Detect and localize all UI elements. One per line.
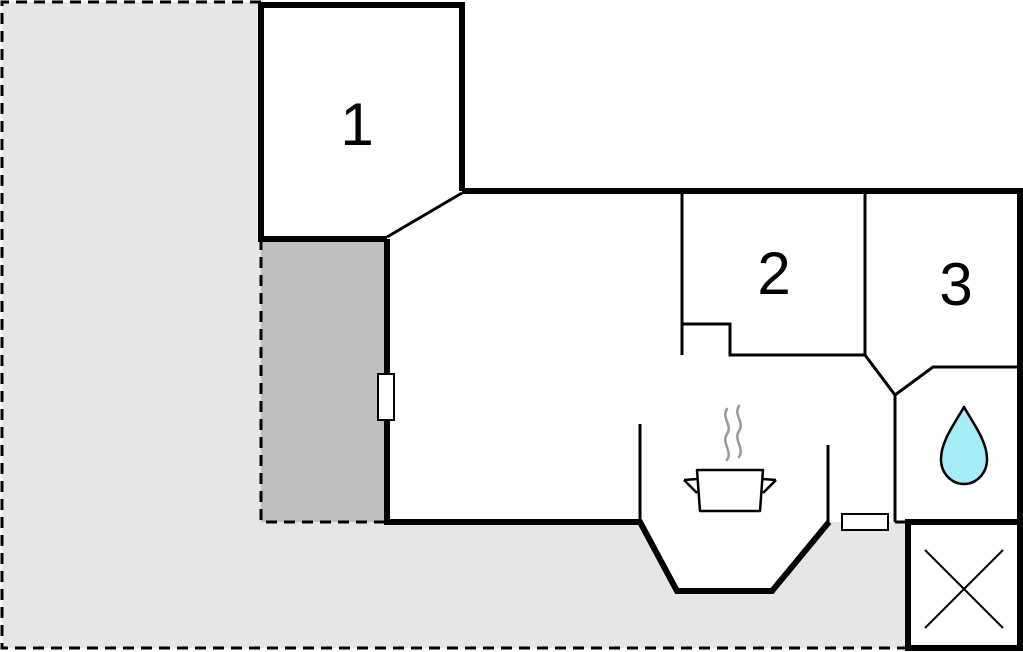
terrace-outline [0,0,908,650]
covered-terrace-area [261,239,387,522]
cross-icon [924,549,1004,629]
top-right-exterior-wall [462,188,1023,522]
covered-terrace-outline [259,239,387,524]
diagonal-wall [386,191,463,239]
room-1-number: 1 [340,91,373,158]
interior-walls [638,191,1020,522]
room-3-number: 3 [939,251,972,318]
cooking-pot-icon [683,404,777,513]
window-bottom [841,513,889,531]
room-2-number: 2 [757,240,790,307]
steam-lines [724,404,742,462]
main-exterior-wall [384,239,832,594]
room-1-outline [258,2,465,242]
water-drop-icon [939,405,989,486]
terrace-area [2,2,908,648]
annex-wall [905,519,1023,651]
window-left [377,373,395,421]
